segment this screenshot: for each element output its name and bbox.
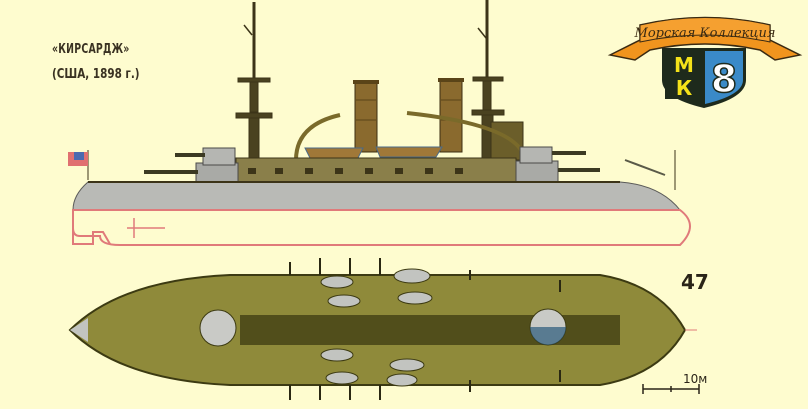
logo-issue-number: 8 bbox=[711, 57, 737, 101]
ship-name: «КИРСАРДЖ» bbox=[52, 42, 130, 57]
funnels bbox=[353, 78, 464, 153]
scale-bar bbox=[642, 384, 700, 394]
boats bbox=[304, 146, 443, 159]
ship-origin-year: (США, 1898 г.) bbox=[52, 67, 140, 82]
scale-bar-label: 10м bbox=[683, 372, 708, 386]
fore-turret-top bbox=[199, 309, 237, 347]
logo-letter-k: К bbox=[676, 76, 693, 100]
logo-letter-m: М bbox=[674, 53, 694, 77]
collection-logo: Морская Коллекция М К 8 bbox=[607, 16, 803, 108]
mainmast bbox=[471, 0, 524, 161]
plate-number: 47 bbox=[681, 270, 709, 294]
propeller bbox=[127, 218, 165, 238]
logo-banner-text: Морская Коллекция bbox=[634, 26, 776, 41]
foremast bbox=[235, 2, 273, 161]
underwater-hull-outline bbox=[72, 209, 691, 246]
us-flag bbox=[68, 150, 89, 180]
